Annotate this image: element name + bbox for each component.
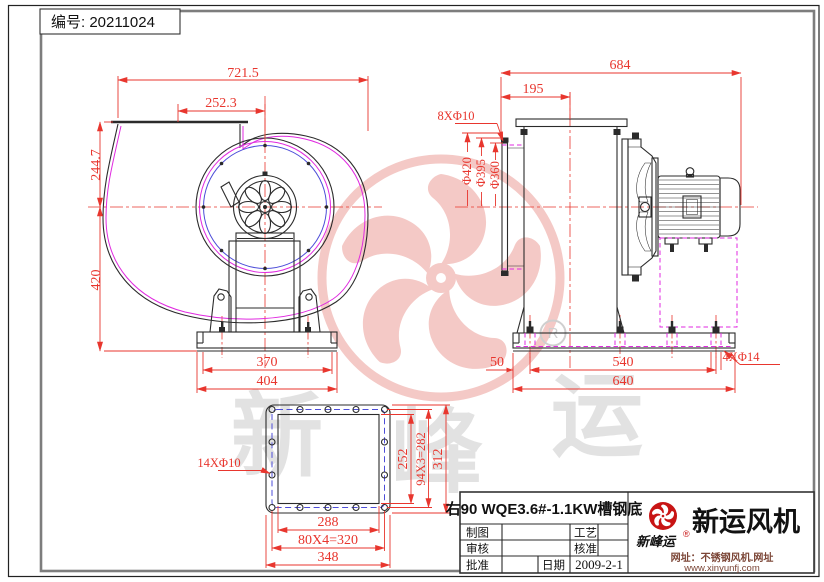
- field-date: 日期: [542, 559, 565, 572]
- brand-logo-icon: [649, 502, 677, 530]
- dim-front-base-outer: 404: [257, 374, 278, 389]
- flange-view: [265, 404, 391, 514]
- dim-front-outlet-width: 252.3: [205, 96, 237, 111]
- dim-flange-outer-height: 312: [431, 449, 446, 470]
- dim-front-base-height: 420: [89, 270, 104, 291]
- dim-side-dia-outer: Φ420: [460, 157, 474, 185]
- field-ratify: 批准: [466, 558, 489, 572]
- inlet-bolt-dots: [201, 143, 329, 271]
- dim-flange-hole-span-v: 94X3=282: [414, 432, 428, 486]
- doc-number: 编号: 20211024: [51, 14, 155, 31]
- side-view-dimensions: 684 195 8XΦ10 Φ420 Φ395 Φ360 50 540 640 …: [438, 58, 780, 393]
- dim-side-inlet-depth: 195: [523, 82, 544, 97]
- dim-side-base-length: 640: [613, 374, 634, 389]
- brand-name: 新运风机: [692, 506, 800, 537]
- dim-side-total-length: 684: [610, 58, 631, 73]
- dim-side-inlet-holes: 8XΦ10: [438, 109, 475, 123]
- dim-flange-holes: 14XΦ10: [197, 456, 240, 470]
- dim-side-base-holes: 4XΦ14: [723, 350, 761, 364]
- page-frame: 编号: 20211024: [7, 4, 820, 578]
- base-bolts: [524, 321, 722, 348]
- flange-view-dimensions: 14XΦ10 252 94X3=282 312 288 80X4=320 348: [197, 404, 450, 568]
- brand-registered-mark: ®: [683, 529, 690, 539]
- dim-side-bolt-edge: 50: [490, 355, 504, 370]
- field-date-value: 2009-2-1: [575, 557, 623, 572]
- dim-flange-outer-width: 348: [318, 550, 339, 565]
- field-check: 审核: [466, 542, 489, 556]
- dim-front-inlet-height: 244.7: [89, 149, 104, 181]
- front-view: [88, 96, 382, 368]
- dim-side-bolt-span: 540: [613, 355, 634, 370]
- dim-front-total-width: 721.5: [227, 66, 259, 81]
- front-view-dimensions: 721.5 252.3 244.7 420 370 404: [89, 66, 369, 393]
- dim-flange-opening-width: 288: [318, 515, 339, 530]
- title-block: 右90 WQE3.6#-1.1KW槽钢底 制图 工艺 审核 核准 批准 日期 2…: [446, 491, 815, 574]
- watermark-char-3: 运: [551, 366, 643, 468]
- product-title: 右90 WQE3.6#-1.1KW槽钢底: [446, 500, 643, 518]
- field-process: 工艺: [574, 527, 597, 540]
- dim-flange-hole-span-h: 80X4=320: [298, 533, 358, 548]
- watermark-char-1: 新: [231, 386, 323, 488]
- field-approve: 核准: [574, 542, 597, 556]
- dim-flange-opening-height: 252: [396, 449, 411, 470]
- dim-side-dia-inner: Φ360: [488, 161, 502, 189]
- doc-number-box: [39, 8, 181, 35]
- brand-site-line1: 网址：不锈钢风机.网址: [671, 551, 774, 564]
- watermark-char-2: 峰: [391, 402, 483, 504]
- brand-sub-name: 新峰运: [636, 534, 677, 549]
- brand-site-line2: www.xinyunfj.com: [683, 563, 760, 574]
- side-view: [455, 92, 758, 368]
- field-draw: 制图: [466, 527, 489, 540]
- dim-side-dia-mid: Φ395: [474, 159, 488, 187]
- dim-front-base-inner: 370: [257, 355, 278, 370]
- watermark: 新 峰 运 R: [231, 154, 643, 504]
